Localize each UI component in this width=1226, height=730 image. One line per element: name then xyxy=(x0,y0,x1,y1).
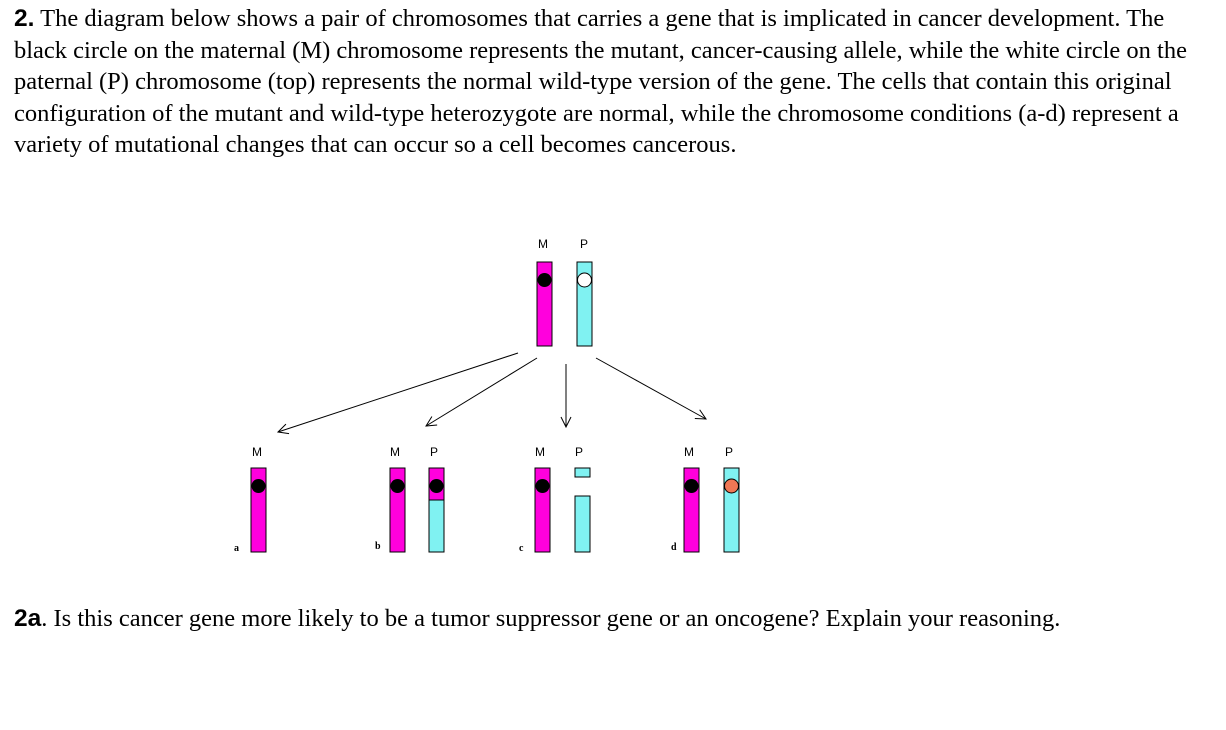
original-chromosome-pair: M P xyxy=(536,237,593,347)
panel-d-mutant-allele xyxy=(684,479,699,493)
question-2-number: 2. xyxy=(14,5,35,32)
panel-b: M P b xyxy=(375,445,445,553)
panel-b-mutant-allele xyxy=(390,479,405,493)
top-paternal-label: P xyxy=(580,237,588,251)
panel-a-maternal-label: M xyxy=(252,445,262,459)
panel-d-altered-allele xyxy=(724,478,739,494)
panel-b-sublabel: b xyxy=(375,541,381,552)
panel-c-sublabel: c xyxy=(519,543,524,554)
panel-b-mutant-allele-copy xyxy=(429,479,444,493)
panel-b-paternal-label: P xyxy=(430,445,438,459)
top-wildtype-allele xyxy=(577,272,592,288)
panel-b-maternal-label: M xyxy=(390,445,400,459)
arrow-to-a xyxy=(278,352,519,432)
arrow-to-b xyxy=(426,357,538,426)
panel-a: M a xyxy=(234,445,267,554)
panel-c-mutant-allele xyxy=(535,479,550,493)
panel-d-maternal-label: M xyxy=(684,445,694,459)
arrow-to-d xyxy=(595,357,706,419)
question-2a-text: 2a. Is this cancer gene more likely to b… xyxy=(14,603,1214,635)
question-2-text: 2. The diagram below shows a pair of chr… xyxy=(14,3,1214,161)
top-maternal-label: M xyxy=(538,237,548,251)
panel-c-paternal-chromosome-bottom xyxy=(574,495,591,553)
panel-c: M P c xyxy=(519,445,591,554)
panel-c-maternal-label: M xyxy=(535,445,545,459)
panel-a-mutant-allele xyxy=(251,479,266,493)
panel-a-sublabel: a xyxy=(234,543,239,554)
panel-d-paternal-label: P xyxy=(725,445,733,459)
question-2a-number: 2a xyxy=(14,605,42,632)
panel-c-paternal-chromosome-top xyxy=(574,467,591,478)
top-mutant-allele xyxy=(537,273,552,287)
question-2a-body: . Is this cancer gene more likely to be … xyxy=(41,605,1061,632)
panel-c-paternal-label: P xyxy=(575,445,583,459)
panel-d: M P d xyxy=(671,445,740,553)
question-2-body: The diagram below shows a pair of chromo… xyxy=(14,5,1187,158)
arrows xyxy=(278,352,706,432)
panel-d-sublabel: d xyxy=(671,542,677,553)
